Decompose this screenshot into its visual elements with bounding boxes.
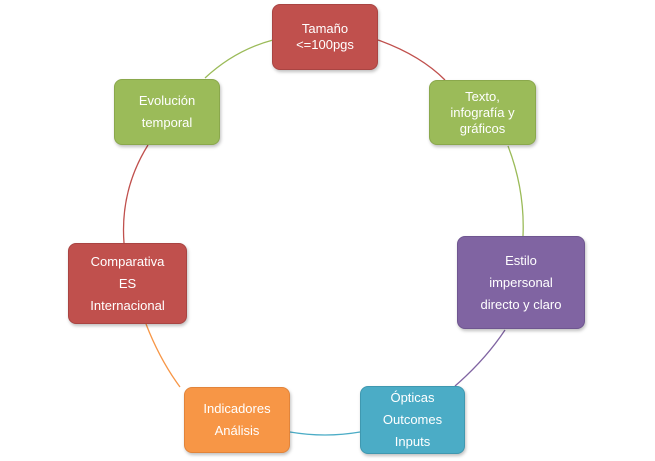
connector-estilo-opticas: [454, 329, 506, 387]
node-indicadores-line-2: Análisis: [214, 423, 260, 438]
connector-opticas-indicadores: [289, 431, 361, 436]
node-estilo-line-2: impersonal: [489, 274, 553, 290]
node-opticas-line-2: Outcomes: [382, 412, 443, 427]
node-evolucion-line-1: Evolución: [138, 93, 196, 108]
node-opticas: Ópticas Outcomes Inputs: [360, 386, 465, 454]
node-estilo: Estilo impersonal directo y claro: [457, 236, 585, 329]
node-indicadores: Indicadores Análisis: [184, 387, 290, 453]
node-comparativa-line-3: Internacional: [90, 297, 165, 313]
node-texto: Texto, infografía y gráficos: [429, 80, 536, 145]
node-comparativa: Comparativa ES Internacional: [68, 243, 187, 324]
node-comparativa-line-1: Comparativa: [90, 253, 165, 269]
connector-indicadores-comparativa: [145, 323, 181, 388]
node-opticas-line-1: Ópticas: [390, 390, 435, 405]
connector-comparativa-evolucion: [122, 144, 149, 244]
node-evolucion: Evolución temporal: [114, 79, 220, 145]
node-texto-line-1: Texto,: [465, 88, 500, 104]
node-texto-line-2: infografía y: [450, 104, 515, 120]
connector-tamano-texto: [377, 39, 446, 81]
node-comparativa-line-2: ES: [118, 275, 137, 291]
node-tamano: Tamaño <=100pgs: [272, 4, 378, 70]
node-tamano-line-1: Tamaño: [301, 21, 349, 36]
node-indicadores-line-1: Indicadores: [203, 401, 271, 416]
node-texto-line-3: gráficos: [459, 120, 506, 136]
node-opticas-line-3: Inputs: [394, 434, 431, 449]
node-evolucion-line-2: temporal: [141, 115, 193, 130]
node-estilo-line-1: Estilo: [505, 252, 537, 268]
node-tamano-line-2: <=100pgs: [296, 37, 354, 52]
connector-texto-estilo: [507, 145, 524, 237]
connector-evolucion-tamano: [204, 39, 274, 79]
node-estilo-line-3: directo y claro: [480, 296, 562, 312]
